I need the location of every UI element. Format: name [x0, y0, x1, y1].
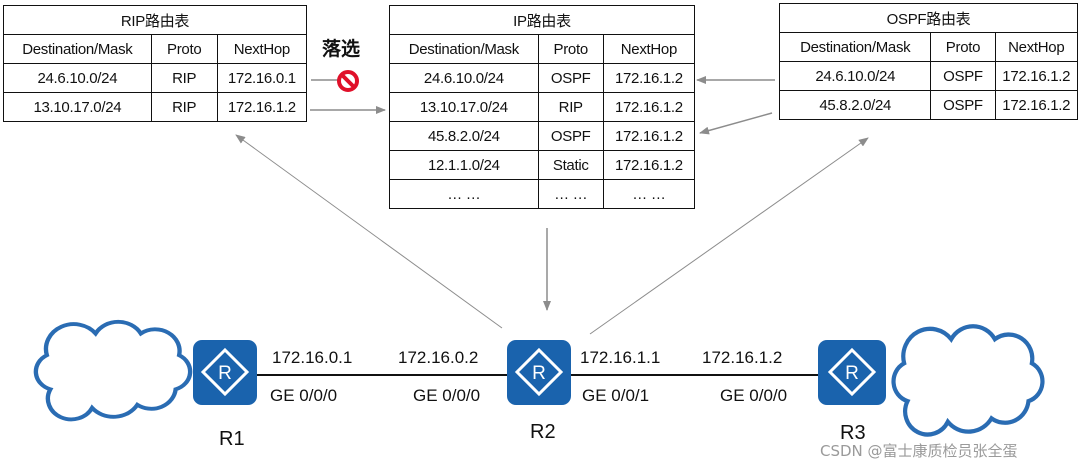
table-cell: 172.16.1.2	[216, 92, 308, 122]
table-cell: RIP	[150, 92, 218, 122]
column-header: NextHop	[994, 32, 1079, 62]
prohibit-icon	[337, 70, 359, 92]
column-header: NextHop	[216, 34, 308, 64]
table-title: IP路由表	[389, 5, 695, 35]
table-cell: 45.8.2.0/24	[389, 121, 539, 151]
table-cell: 24.6.10.0/24	[778, 61, 932, 91]
table-cell: 172.16.1.2	[602, 150, 696, 180]
svg-text:R: R	[218, 363, 232, 384]
column-header: Proto	[930, 32, 996, 62]
table-cell: 24.6.10.0/24	[389, 63, 539, 93]
table-cell: Static	[537, 150, 604, 180]
table-cell: … …	[537, 179, 604, 209]
table-title-row: OSPF路由表	[779, 3, 1078, 33]
table-cell: 13.10.17.0/24	[3, 92, 152, 122]
table-cell: OSPF	[537, 63, 604, 93]
table-cell: 172.16.0.1	[216, 63, 308, 93]
r2-label: R2	[530, 421, 556, 443]
table-title-row: RIP路由表	[3, 5, 307, 35]
table-title: OSPF路由表	[779, 3, 1078, 33]
table-cell: … …	[389, 179, 539, 209]
r1-label: R1	[219, 428, 245, 450]
table-cell: 172.16.1.2	[994, 61, 1079, 91]
r2-right-interface: GE 0/0/1	[582, 386, 650, 405]
r2-right-ip: 172.16.1.1	[580, 348, 661, 367]
table-cell: RIP	[150, 63, 218, 93]
table-cell: 45.8.2.0/24	[778, 90, 932, 120]
rejected-label: 落选	[322, 38, 361, 60]
r3-label: R3	[840, 422, 866, 444]
column-header: Destination/Mask	[389, 34, 539, 64]
table-cell: OSPF	[930, 90, 996, 120]
table-cell: 13.10.17.0/24	[389, 92, 539, 122]
cloud-right-icon	[894, 326, 1043, 434]
watermark: CSDN @富士康质检员张全蛋	[820, 442, 1018, 460]
table-cell: … …	[602, 179, 696, 209]
svg-text:R: R	[845, 363, 859, 384]
table-cell: 172.16.1.2	[602, 92, 696, 122]
r3-interface: GE 0/0/0	[720, 386, 788, 405]
r1-ip: 172.16.0.1	[272, 348, 353, 367]
arrow-r2-to-rip	[235, 134, 503, 329]
arrow-ospf-to-ip-2	[699, 112, 773, 135]
cloud-left-icon	[36, 322, 190, 420]
table-cell: 12.1.1.0/24	[389, 150, 539, 180]
column-header: NextHop	[602, 34, 696, 64]
column-header: Proto	[537, 34, 604, 64]
table-title-row: IP路由表	[389, 5, 695, 35]
table-title: RIP路由表	[3, 5, 307, 35]
table-cell: OSPF	[537, 121, 604, 151]
table-cell: 172.16.1.2	[994, 90, 1079, 120]
column-header: Destination/Mask	[3, 34, 152, 64]
arrow-r2-to-ospf	[589, 137, 869, 335]
column-header: Proto	[150, 34, 218, 64]
table-cell: 24.6.10.0/24	[3, 63, 152, 93]
table-cell: RIP	[537, 92, 604, 122]
svg-text:R: R	[532, 363, 546, 384]
router-r1-icon: R	[193, 340, 257, 405]
r3-ip: 172.16.1.2	[702, 348, 783, 367]
r1-interface: GE 0/0/0	[270, 386, 338, 405]
table-cell: OSPF	[930, 61, 996, 91]
r2-left-interface: GE 0/0/0	[413, 386, 481, 405]
table-row: … …… …… …	[389, 179, 696, 209]
router-r2-icon: R	[507, 340, 571, 405]
router-r3-icon: R	[818, 340, 886, 405]
table-cell: 172.16.1.2	[602, 63, 696, 93]
column-header: Destination/Mask	[778, 32, 932, 62]
r2-left-ip: 172.16.0.2	[398, 348, 479, 367]
table-cell: 172.16.1.2	[602, 121, 696, 151]
